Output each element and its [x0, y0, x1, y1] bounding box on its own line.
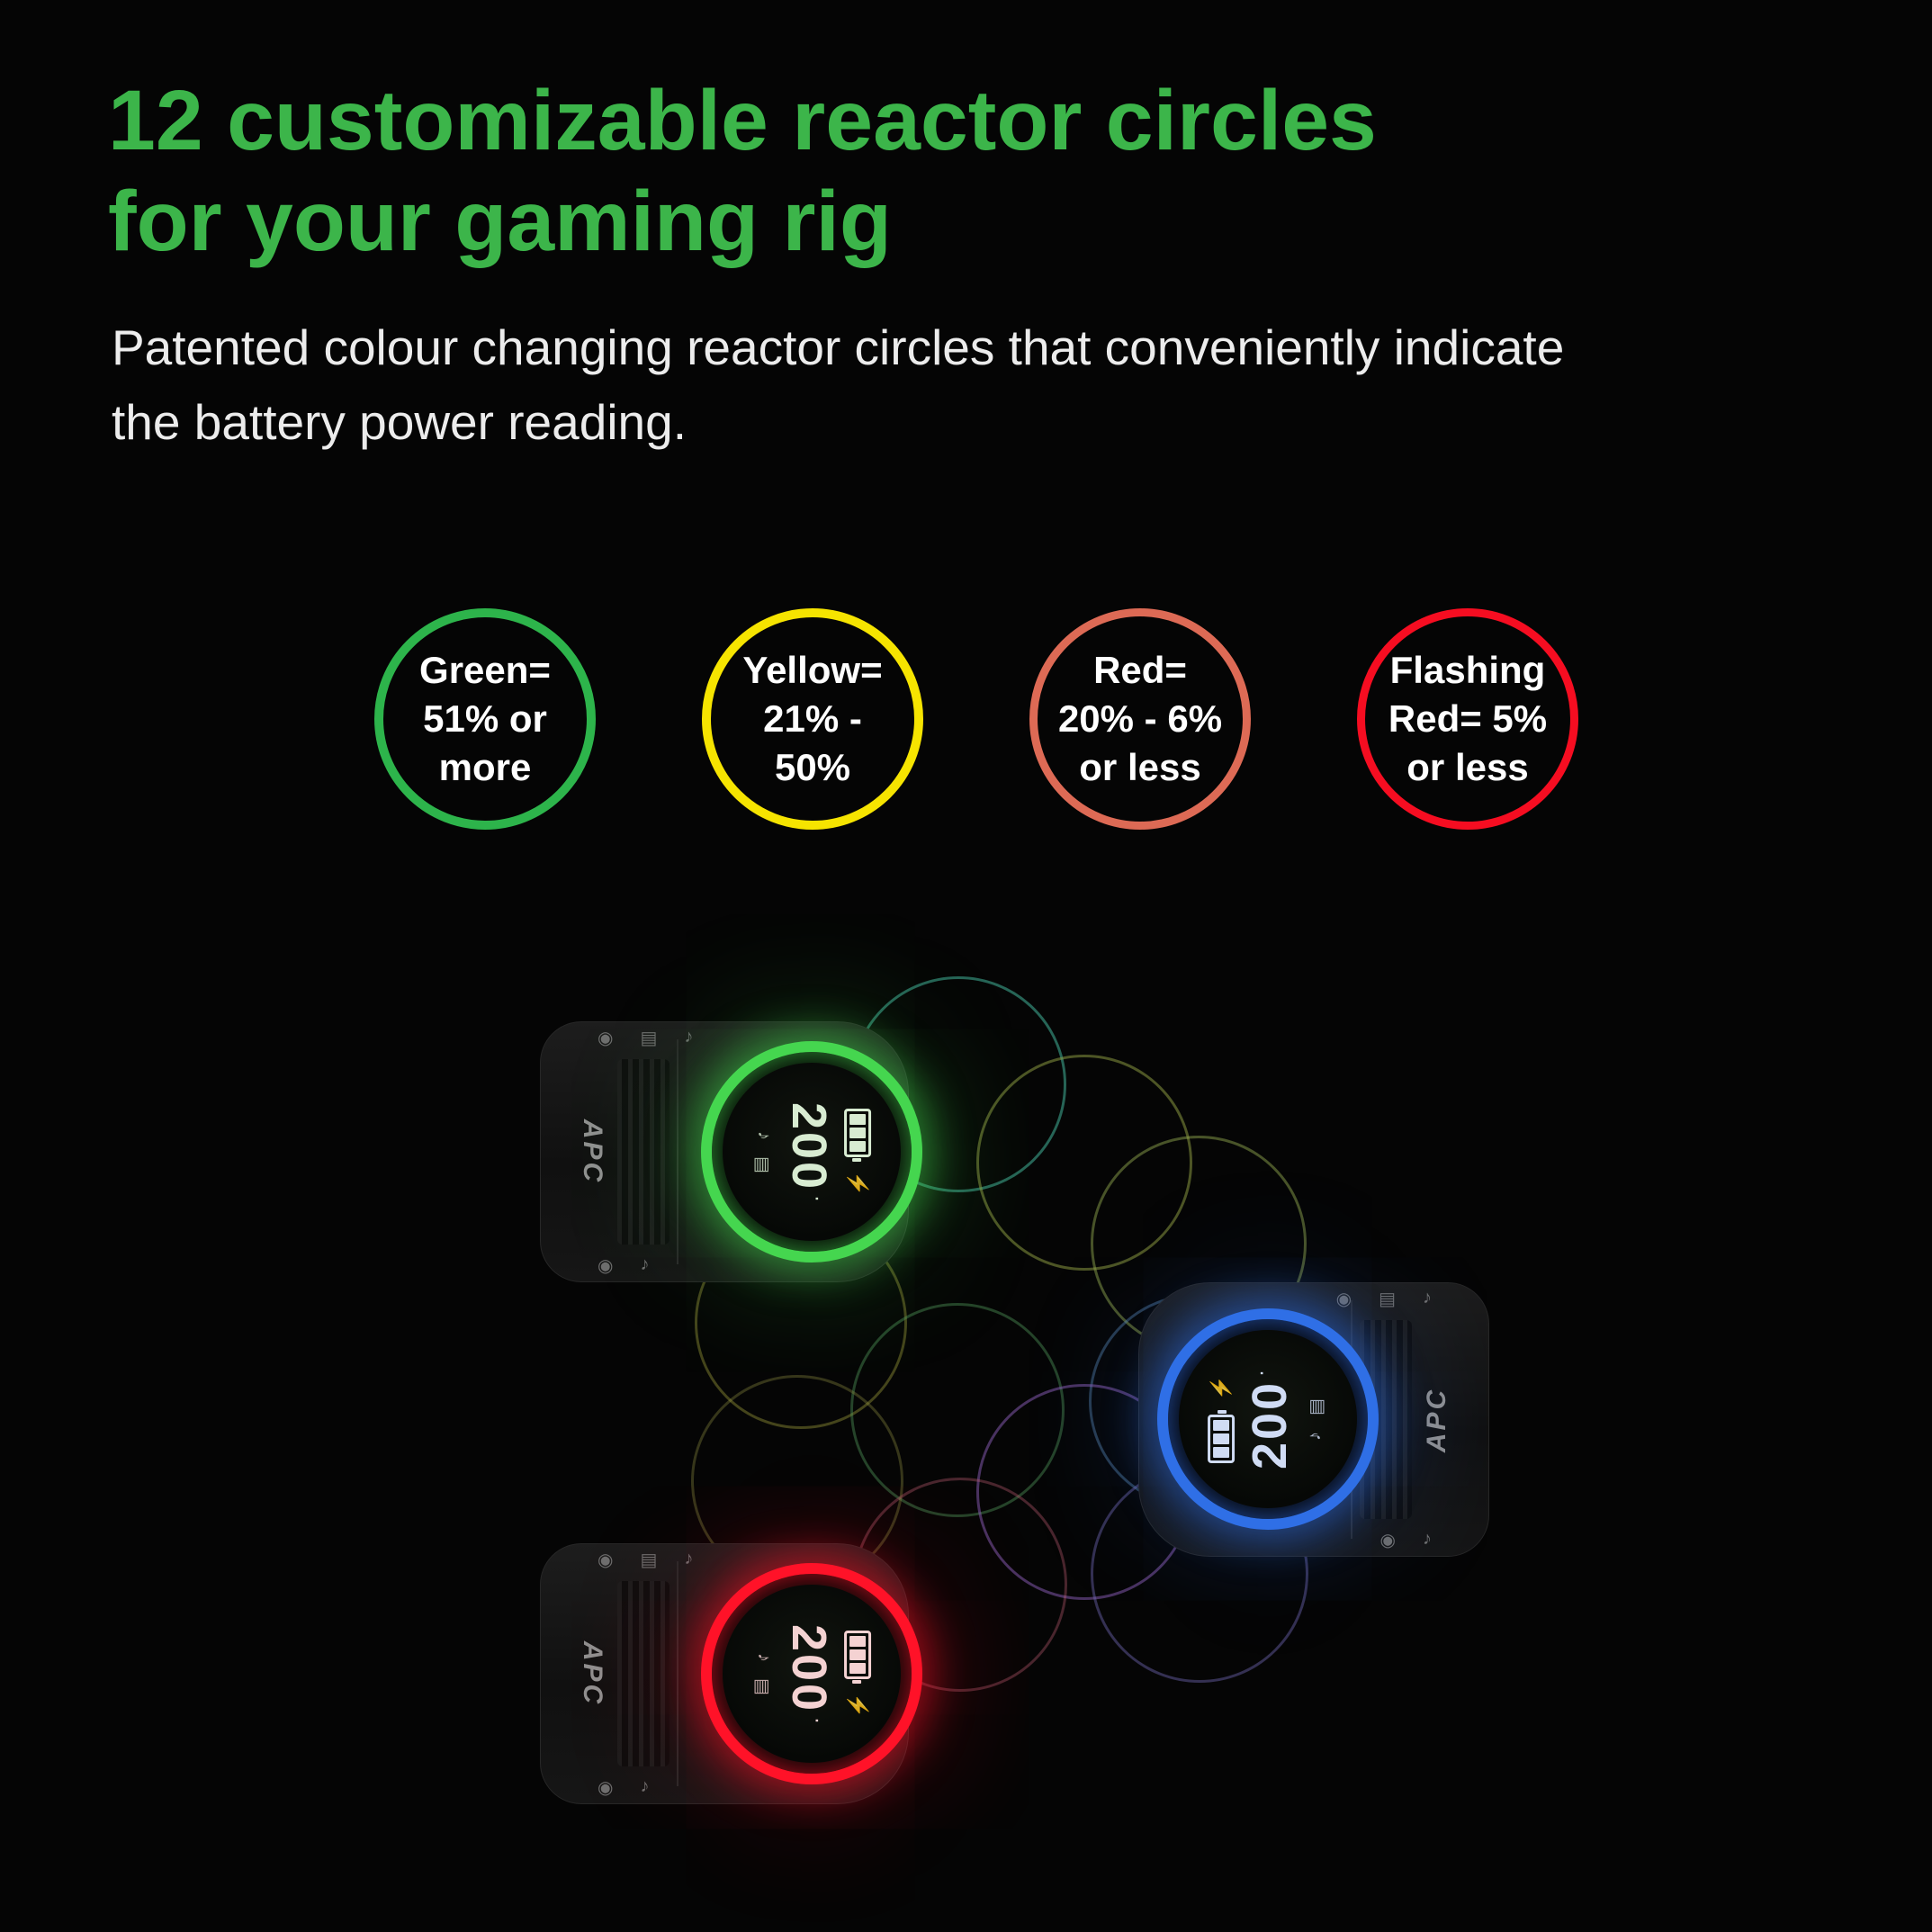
device-buttons: ◉ ♪ [598, 1776, 649, 1799]
mute-button-icon: ♪ [640, 1776, 650, 1796]
page-subtitle-line2: the battery power reading. [112, 393, 687, 450]
reading-unit-mark: · [805, 1194, 831, 1202]
panel-divider [677, 1561, 678, 1786]
reading-unit-mark: · [805, 1716, 831, 1724]
legend-circle-flashing-red: Flashing Red= 5% or less [1357, 608, 1578, 830]
panel-divider [677, 1039, 678, 1264]
power-button-icon: ◉ [1335, 1289, 1352, 1309]
device-buttons: ◉ ▤ ♪ [598, 1027, 693, 1049]
display-button-icon: ▤ [1379, 1289, 1396, 1309]
power-button-icon: ◉ [598, 1029, 614, 1048]
mute-button-icon: ♪ [640, 1254, 650, 1274]
color-legend: Green= 51% or more Yellow= 21% - 50% Red… [374, 608, 1578, 830]
device-buttons: ◉ ▤ ♪ [1336, 1288, 1432, 1310]
vent-slats [617, 1581, 669, 1766]
reactor-ring-green: ⚡ 200 · ♪ ▤ [701, 1041, 922, 1263]
charge-icon: ⚡ [847, 1171, 870, 1196]
power-reading: 200 [782, 1101, 837, 1191]
power-button-icon: ◉ [598, 1550, 614, 1570]
legend-label-flashing-red: Flashing Red= 5% or less [1388, 649, 1548, 788]
legend-label-red: Red= 20% - 6% or less [1057, 649, 1223, 788]
charge-icon: ⚡ [1209, 1375, 1233, 1400]
reactor-ring-blue: ⚡ 200 · ♪ ▤ [1157, 1308, 1379, 1530]
display-icon: ▤ [752, 1677, 773, 1695]
legend-circle-yellow: Yellow= 21% - 50% [702, 608, 923, 830]
page-subtitle-line1: Patented colour changing reactor circles… [112, 319, 1565, 375]
lcd-screen: ⚡ 200 · ♪ ▤ [723, 1063, 901, 1241]
apc-logo: APC [578, 1119, 608, 1185]
page-subtitle: Patented colour changing reactor circles… [112, 310, 1564, 459]
ups-device-green: APC ◉ ▤ ♪ ◉ ♪ ⚡ 200 · [540, 1021, 922, 1282]
mute-icon: ♪ [754, 1652, 775, 1662]
reading-unit-mark: · [1249, 1369, 1274, 1377]
battery-icon [844, 1630, 872, 1679]
power-reading: 200 [782, 1623, 837, 1713]
charge-icon: ⚡ [847, 1693, 870, 1718]
mute-icon: ♪ [754, 1130, 775, 1140]
legend-circle-green: Green= 51% or more [374, 608, 596, 830]
device-buttons: ◉ ▤ ♪ [598, 1549, 693, 1571]
lcd-screen: ⚡ 200 · ♪ ▤ [723, 1585, 901, 1763]
ups-device-blue: APC ◉ ▤ ♪ ◉ ♪ ⚡ 200 · [1138, 1282, 1489, 1557]
mute-button-icon: ♪ [1423, 1529, 1432, 1549]
legend-label-green: Green= 51% or more [419, 649, 551, 788]
display-icon: ▤ [752, 1155, 773, 1173]
power-button-icon: ◉ [598, 1256, 614, 1276]
apc-logo: APC [578, 1640, 608, 1707]
display-button-icon: ▤ [640, 1029, 658, 1048]
legend-circle-red: Red= 20% - 6% or less [1029, 608, 1251, 830]
mute-button-icon: ♪ [684, 1549, 694, 1568]
mute-button-icon: ♪ [684, 1027, 694, 1047]
device-buttons: ◉ ♪ [1380, 1529, 1432, 1551]
power-button-icon: ◉ [1379, 1531, 1396, 1550]
mute-icon: ♪ [1305, 1431, 1325, 1441]
mute-button-icon: ♪ [1423, 1288, 1432, 1307]
power-reading: 200 [1243, 1379, 1298, 1469]
display-button-icon: ▤ [640, 1550, 658, 1570]
apc-logo: APC [1421, 1387, 1451, 1452]
battery-icon [844, 1108, 872, 1157]
lcd-screen: ⚡ 200 · ♪ ▤ [1179, 1330, 1357, 1508]
device-buttons: ◉ ♪ [598, 1254, 649, 1277]
legend-label-yellow: Yellow= 21% - 50% [742, 649, 883, 788]
power-button-icon: ◉ [598, 1778, 614, 1798]
battery-icon [1208, 1414, 1236, 1463]
vent-slats [617, 1059, 669, 1245]
reactor-ring-red: ⚡ 200 · ♪ ▤ [701, 1563, 922, 1784]
page-title: 12 customizable reactor circles for your… [108, 70, 1377, 272]
page-title-line2: for your gaming rig [108, 174, 892, 270]
display-icon: ▤ [1307, 1397, 1327, 1415]
ups-device-red: APC ◉ ▤ ♪ ◉ ♪ ⚡ 200 · [540, 1543, 922, 1804]
page-title-line1: 12 customizable reactor circles [108, 73, 1377, 168]
